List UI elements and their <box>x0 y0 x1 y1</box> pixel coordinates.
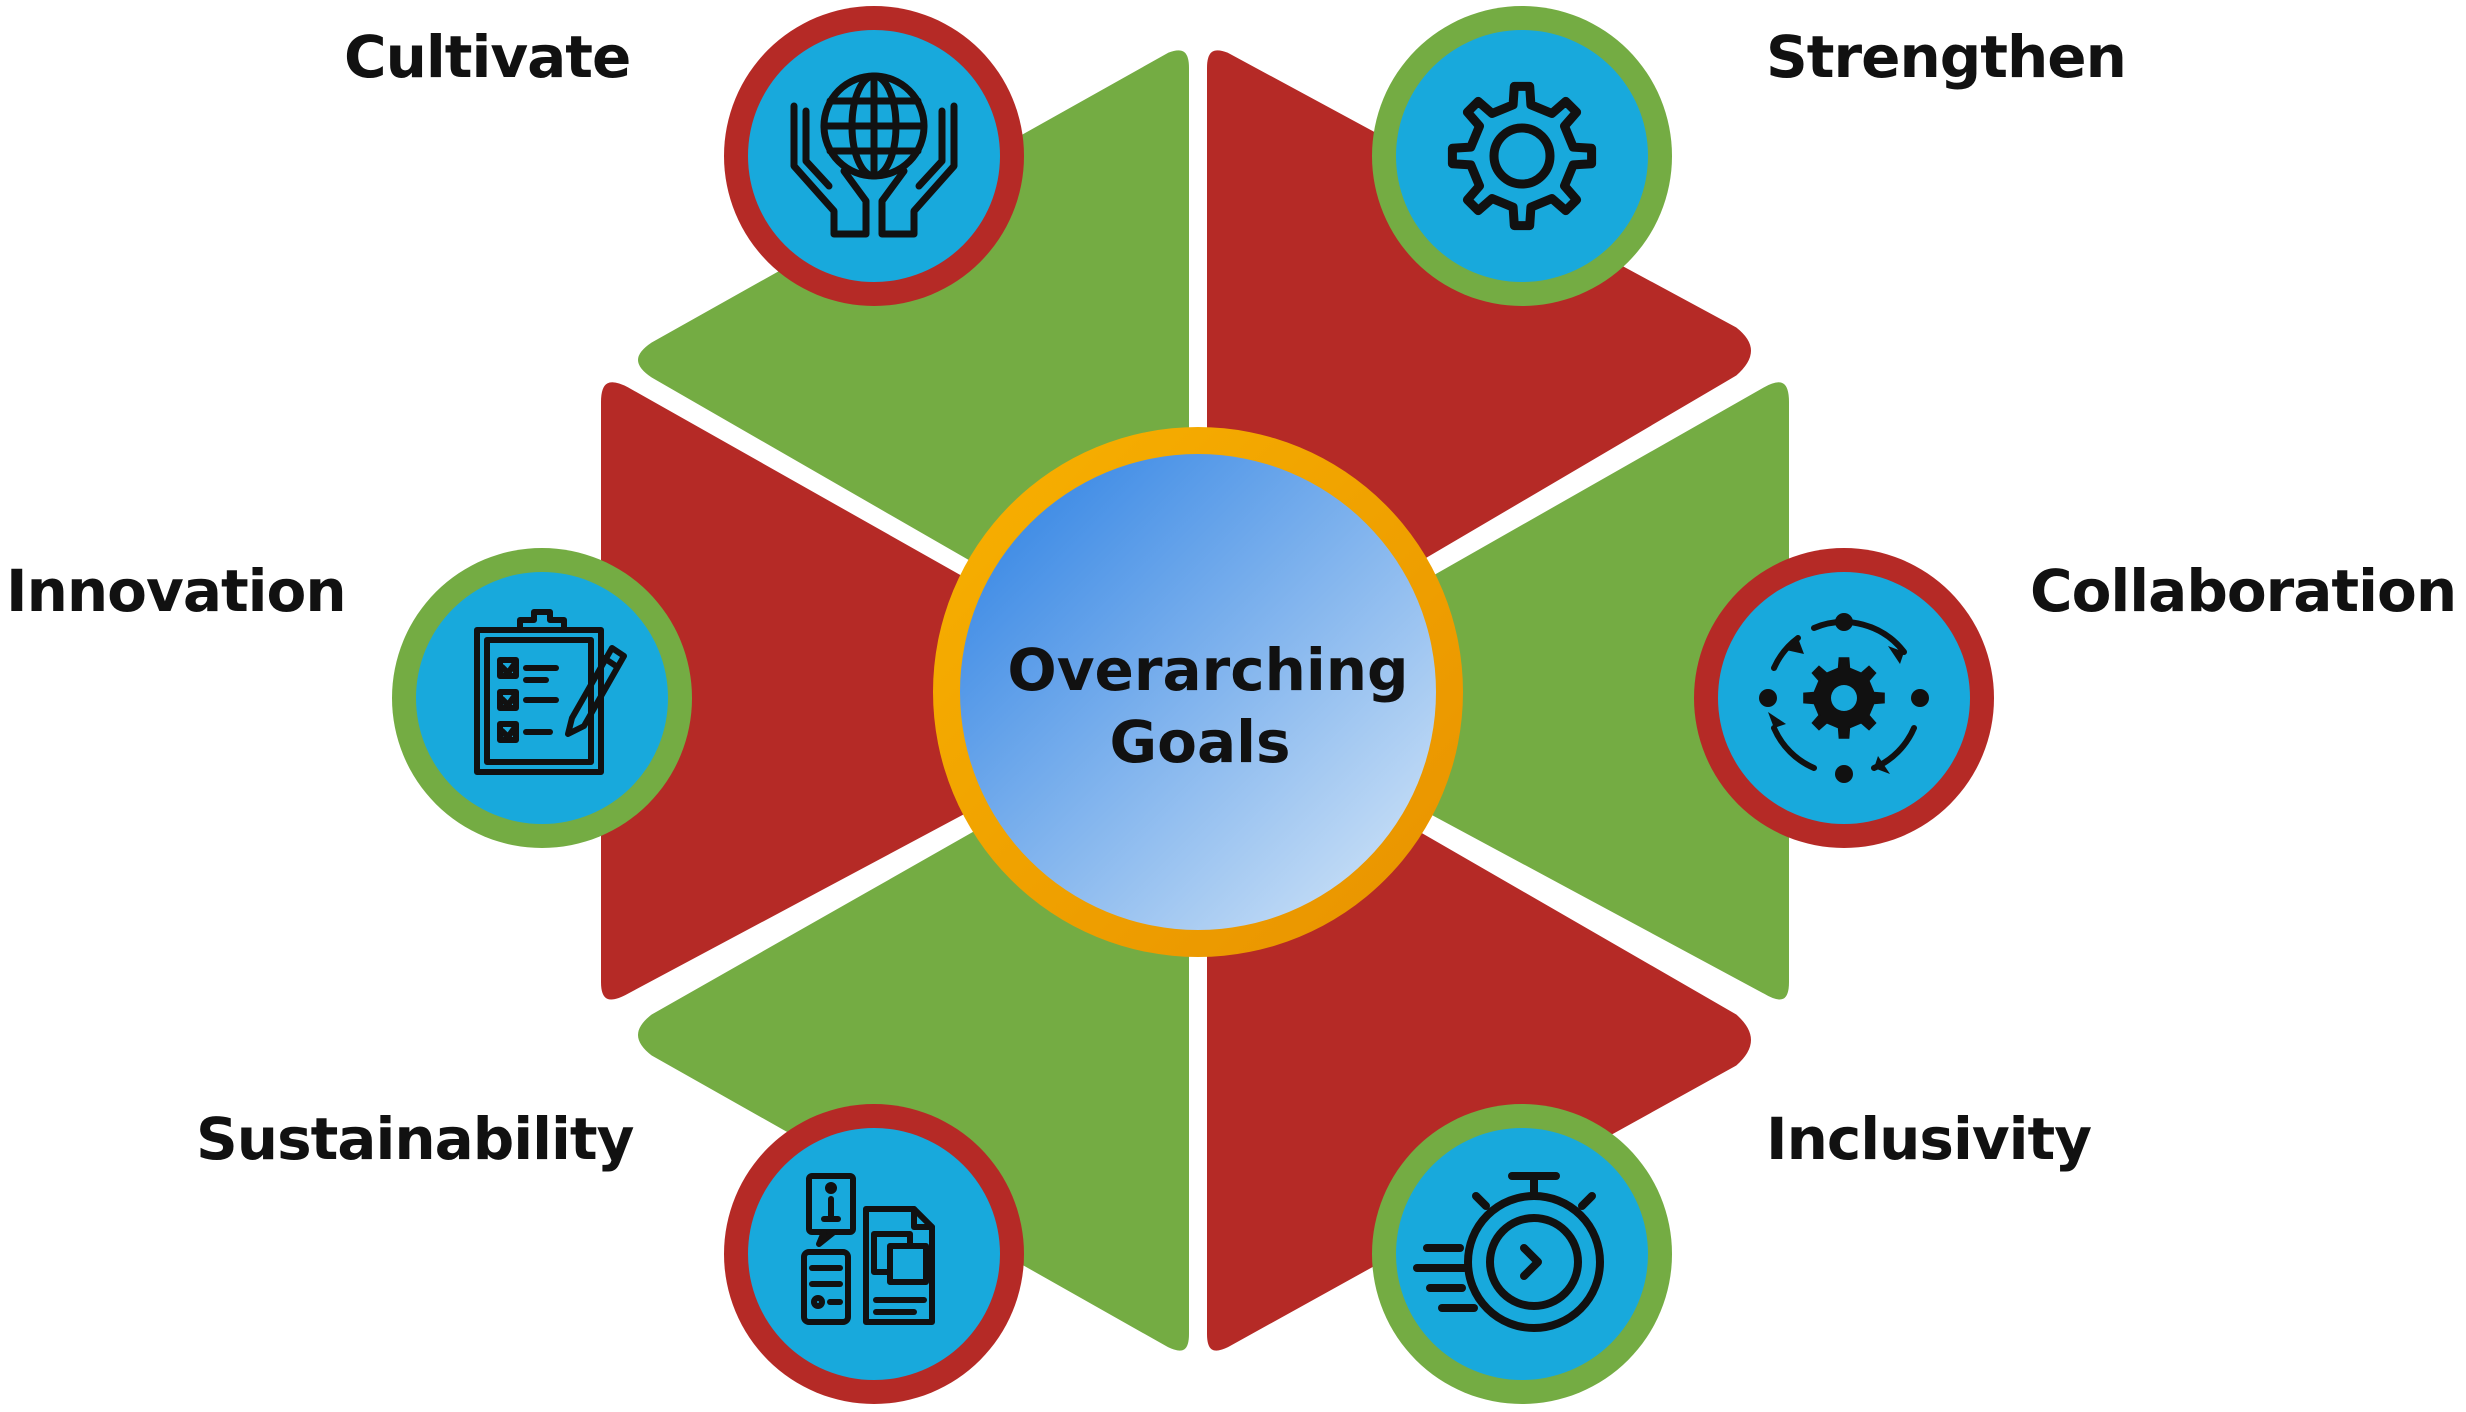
badge-disc <box>1396 1128 1648 1380</box>
badge-disc <box>1396 30 1648 282</box>
label-collaboration: Collaboration <box>2030 557 2457 625</box>
cultivate-badge <box>724 6 1024 306</box>
gear-cycle-icon <box>1759 613 1929 783</box>
label-strengthen: Strengthen <box>1766 23 2127 91</box>
sustainability-badge <box>724 1104 1024 1404</box>
info-documents-icon <box>801 1173 935 1325</box>
strengthen-badge <box>1372 6 1672 306</box>
label-cultivate: Cultivate <box>344 23 631 91</box>
stopwatch-icon <box>1413 1172 1604 1332</box>
center-title-line2: Goals <box>1110 708 1291 776</box>
gear-icon <box>1447 81 1597 231</box>
gear-outline <box>1447 81 1597 231</box>
innovation-badge <box>392 548 692 848</box>
inclusivity-badge <box>1372 1104 1672 1404</box>
label-sustainability: Sustainability <box>196 1105 634 1173</box>
label-inclusivity: Inclusivity <box>1766 1105 2092 1173</box>
label-innovation: Innovation <box>6 557 347 625</box>
globe-in-hands-icon <box>790 72 958 238</box>
collaboration-badge <box>1694 548 1994 848</box>
center-hub: Overarching Goals <box>933 427 1463 957</box>
center-title-line1: Overarching <box>1007 636 1408 704</box>
gear-hub <box>1489 123 1555 189</box>
checklist-clipboard-icon <box>474 609 627 775</box>
center-disc <box>960 454 1436 930</box>
